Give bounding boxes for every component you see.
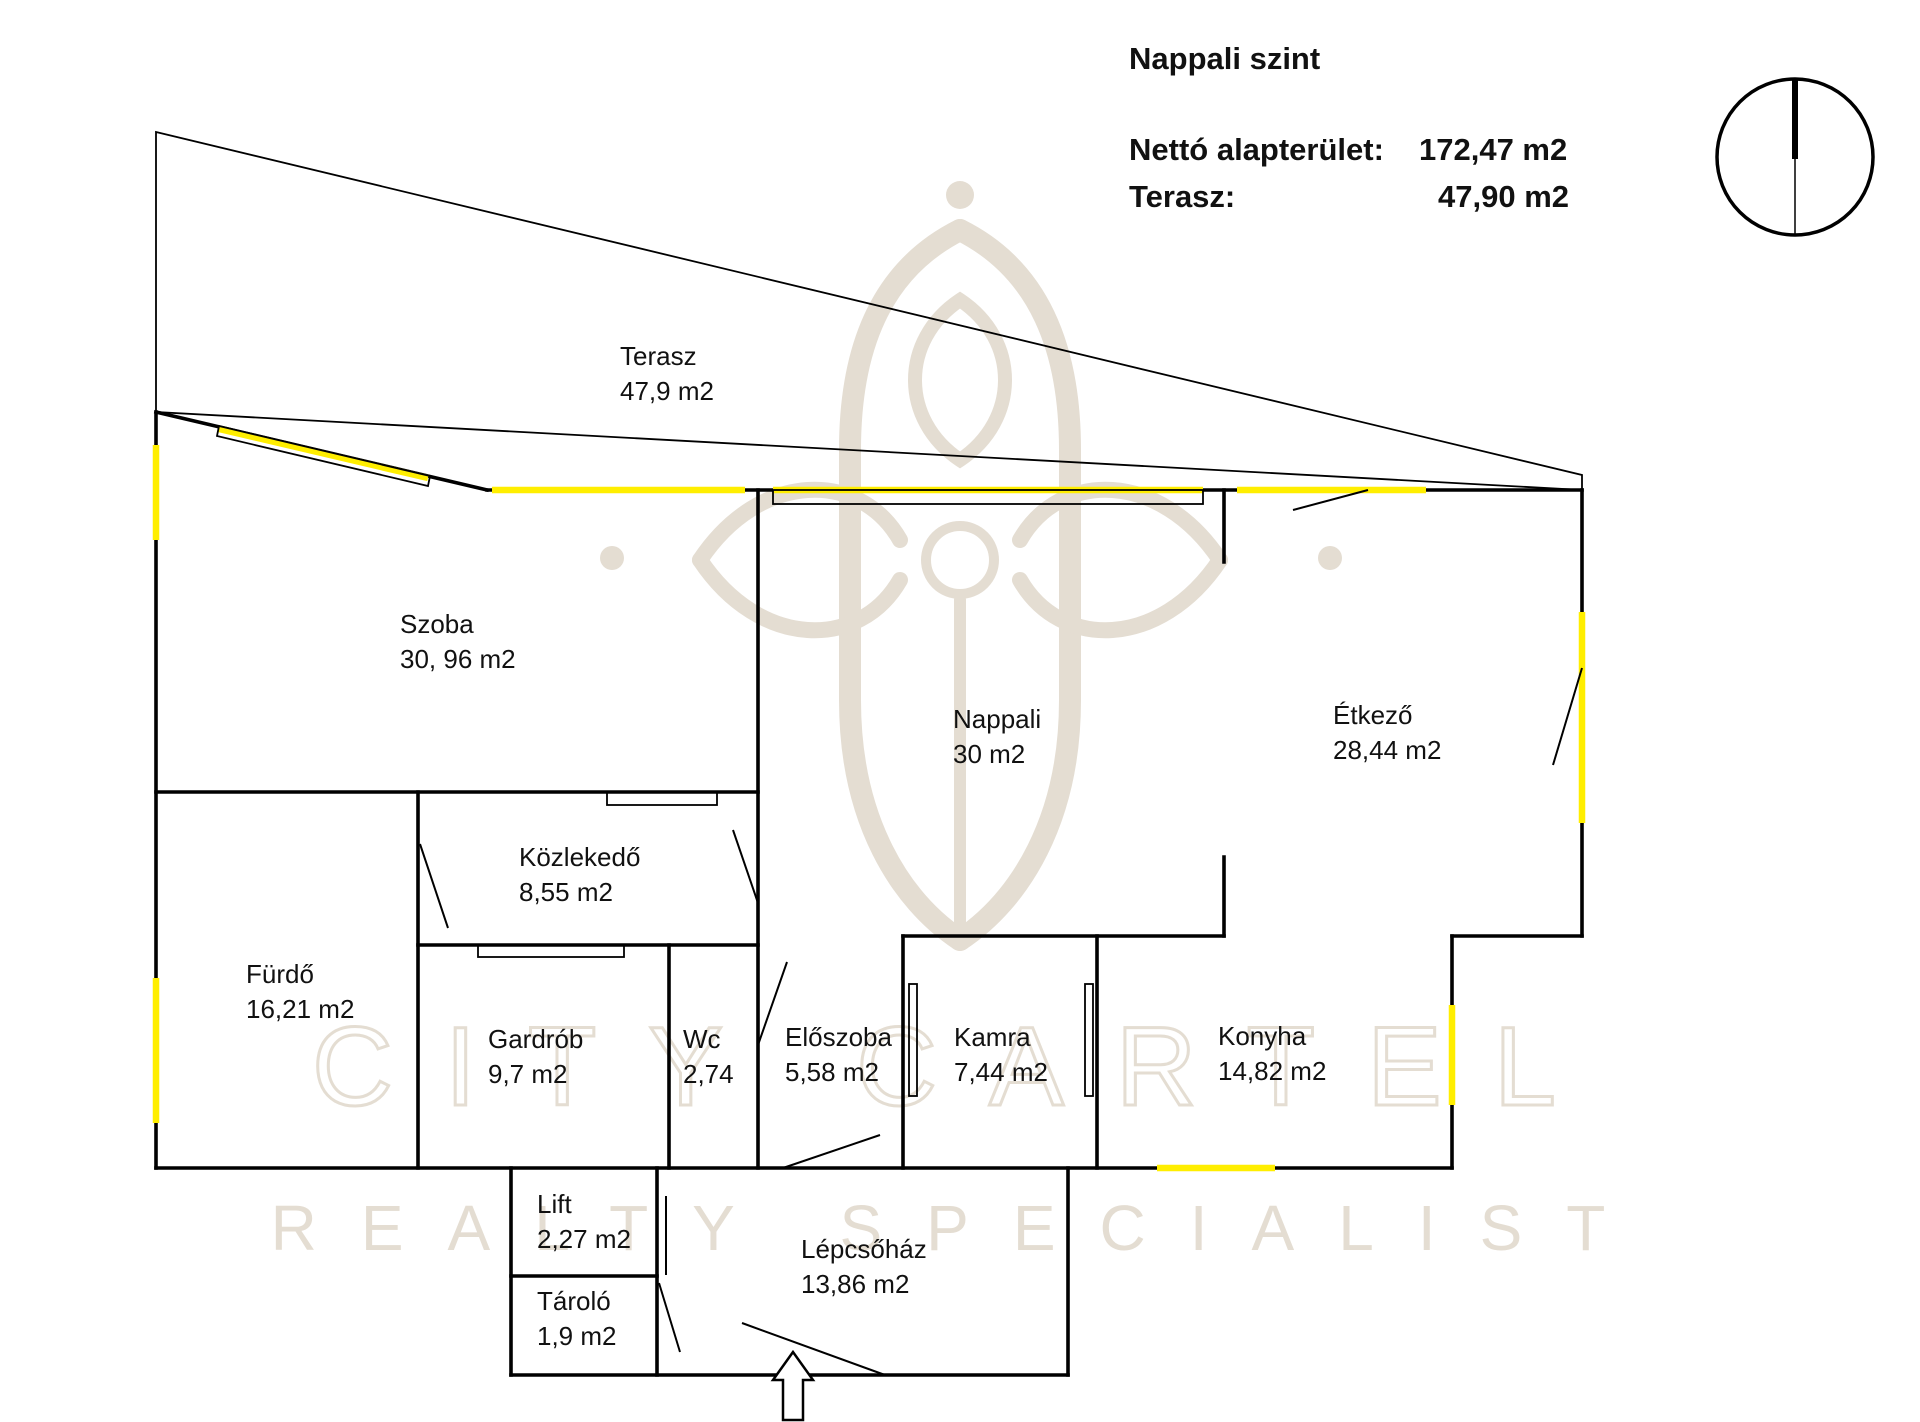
room-name: Kamra [954,1022,1031,1052]
terrace-area-label: Terasz: [1129,179,1236,214]
room-eloszoba: Előszoba 5,58 m2 [785,1022,892,1087]
room-area: 16,21 m2 [246,994,354,1024]
watermark-tagline: REALTY SPECIALIST [271,1192,1650,1264]
room-area: 14,82 m2 [1218,1056,1326,1086]
room-area: 13,86 m2 [801,1269,909,1299]
room-area: 1,9 m2 [537,1321,617,1351]
room-name: Wc [683,1024,721,1054]
room-konyha: Konyha 14,82 m2 [1218,1021,1326,1086]
room-area: 2,27 m2 [537,1224,631,1254]
room-name: Tároló [537,1286,611,1316]
room-area: 47,9 m2 [620,376,714,406]
room-area: 7,44 m2 [954,1057,1048,1087]
room-area: 30 m2 [953,739,1025,769]
room-lift: Lift 2,27 m2 [537,1189,631,1254]
room-name: Terasz [620,341,697,371]
doors [419,489,1583,1376]
room-gardrob: Gardrób 9,7 m2 [488,1024,583,1089]
room-area: 5,58 m2 [785,1057,879,1087]
net-area-label: Nettó alapterület: [1129,132,1384,167]
room-lepcsohaz: Lépcsőház 13,86 m2 [801,1234,927,1299]
room-name: Lift [537,1189,572,1219]
room-wc: Wc 2,74 [683,1024,734,1089]
room-kozlekedo: Közlekedő 8,55 m2 [519,842,640,907]
room-name: Gardrób [488,1024,583,1054]
room-tarolo: Tároló 1,9 m2 [537,1286,617,1351]
room-name: Étkező [1333,700,1413,730]
room-name: Lépcsőház [801,1234,927,1264]
room-kamra: Kamra 7,44 m2 [954,1022,1048,1087]
room-nappali: Nappali 30 m2 [953,704,1041,769]
room-etkezo: Étkező 28,44 m2 [1333,700,1441,765]
room-szoba: Szoba 30, 96 m2 [400,609,516,674]
room-name: Konyha [1218,1021,1307,1051]
room-name: Közlekedő [519,842,640,872]
terrace-area-value: 47,90 m2 [1438,179,1569,214]
level-title: Nappali szint [1129,41,1321,76]
frames [215,424,1204,1097]
room-furdo: Fürdő 16,21 m2 [246,959,354,1024]
watermark-brand: CITY CARTEL [312,1004,1608,1129]
room-terasz: Terasz 47,9 m2 [620,341,714,406]
entrance-arrow-icon [770,1349,816,1422]
net-area-value: 172,47 m2 [1419,132,1568,167]
north-arrow-icon [1715,77,1875,237]
room-name: Fürdő [246,959,314,989]
room-name: Nappali [953,704,1041,734]
watermark [600,181,1342,951]
room-area: 30, 96 m2 [400,644,516,674]
room-area: 28,44 m2 [1333,735,1441,765]
room-name: Szoba [400,609,474,639]
room-name: Előszoba [785,1022,892,1052]
room-area: 8,55 m2 [519,877,613,907]
room-area: 2,74 [683,1059,734,1089]
room-area: 9,7 m2 [488,1059,568,1089]
